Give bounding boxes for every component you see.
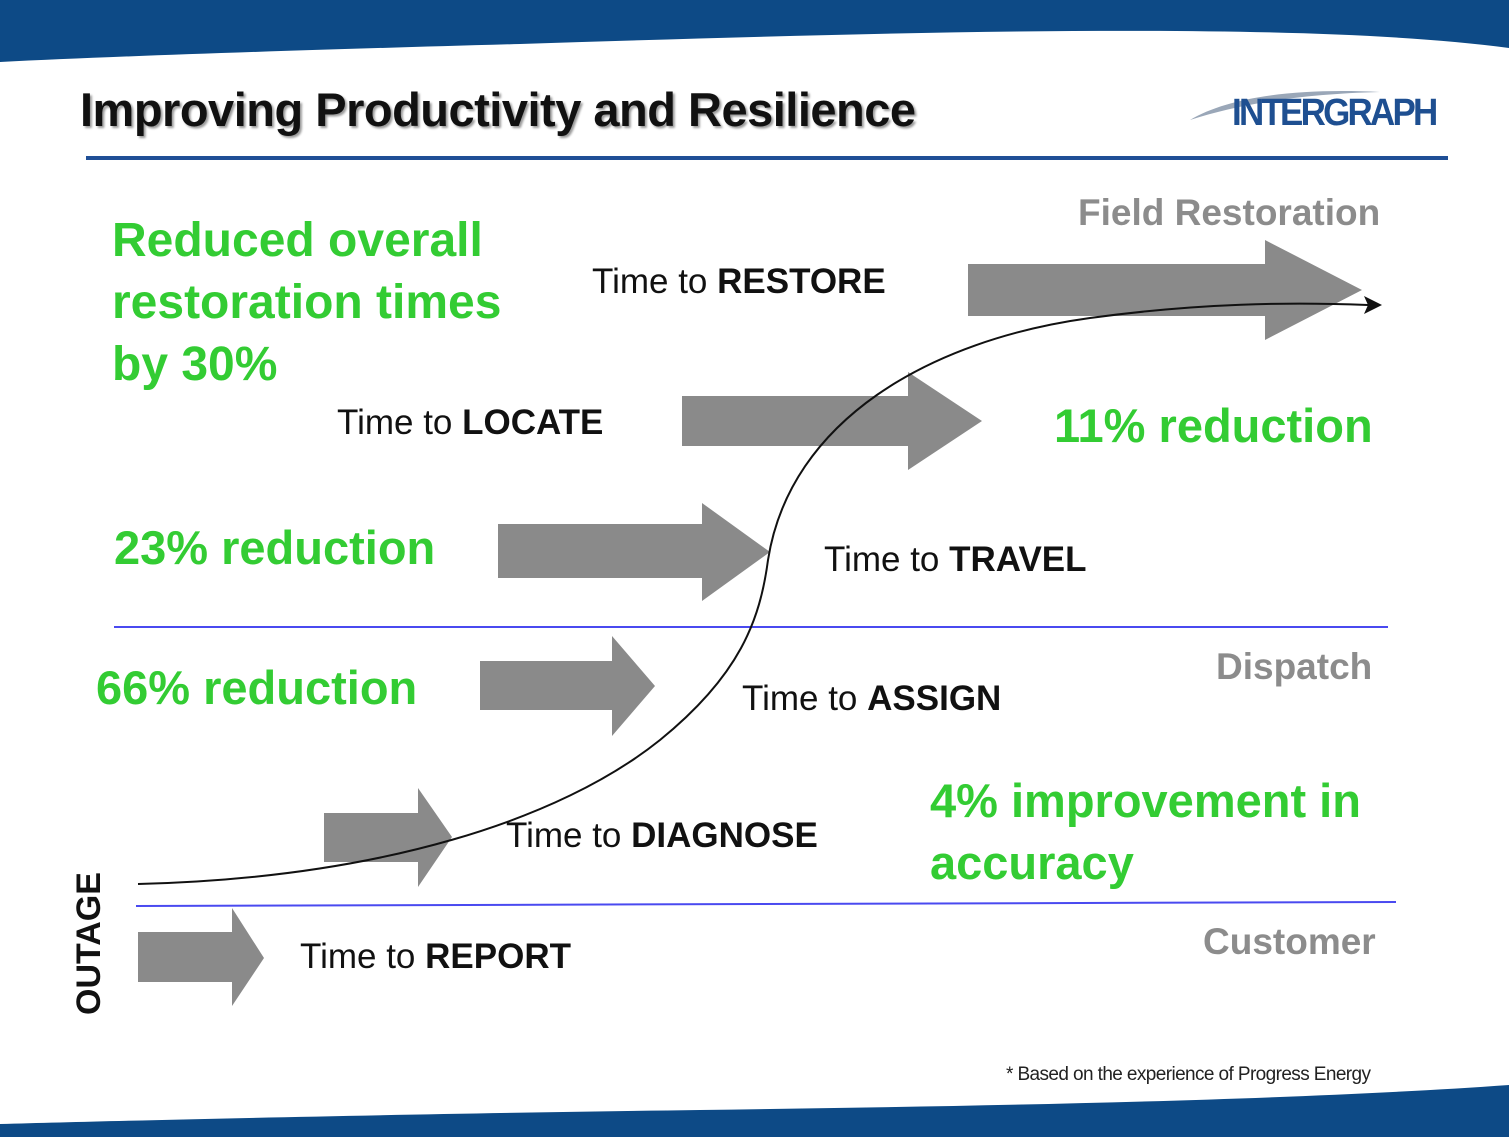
logo-swoosh [1190,91,1380,120]
step-report-prefix: Time to [300,937,426,976]
step-diagnose-name: DIAGNOSE [631,816,818,855]
step-travel-name: TRAVEL [949,540,1087,579]
step-assign: Time to ASSIGN [742,679,1001,719]
curve-arrowhead [1364,296,1382,314]
headline-line-3: by 30% [112,338,278,391]
diagnose-arrow [324,788,452,887]
result-travel: 23% reduction [114,521,436,574]
result-locate: 11% reduction [1054,399,1373,452]
customer-separator [135,901,1397,907]
zone-customer: Customer [1203,921,1376,962]
intergraph-logo: INTERGRAPH [1232,92,1438,135]
restore-arrow [968,240,1362,340]
logo-initial: I [1232,92,1242,134]
step-locate-prefix: Time to [337,403,463,442]
step-report-name: REPORT [425,937,571,976]
step-restore-prefix: Time to [592,262,718,301]
step-restore-name: RESTORE [717,262,886,301]
headline-line-1: Reduced overall [112,214,483,267]
zone-field-restoration: Field Restoration [1078,192,1381,233]
progress-curve [137,302,1369,885]
step-travel-prefix: Time to [824,540,950,579]
result-diagnose-line-2: accuracy [930,836,1134,889]
assign-arrow [480,636,655,736]
travel-arrow [498,503,770,601]
headline-line-2: restoration times [112,276,502,329]
report-arrow [138,908,264,1006]
headline: Reduced overall restoration times by 30% [112,210,501,396]
step-assign-name: ASSIGN [867,679,1002,718]
step-assign-prefix: Time to [742,679,868,718]
title-rule [86,156,1448,160]
logo-text: NTERGRAPH [1238,92,1438,134]
step-restore: Time to RESTORE [592,262,886,302]
step-locate: Time to LOCATE [337,403,603,443]
step-report: Time to REPORT [300,937,571,977]
result-diagnose-line-1: 4% improvement in [930,774,1361,827]
step-travel: Time to TRAVEL [824,540,1087,580]
zone-dispatch: Dispatch [1216,646,1373,687]
top-band [0,0,1509,62]
step-diagnose-prefix: Time to [506,816,632,855]
outage-label: OUTAGE [70,872,108,1015]
footnote: * Based on the experience of Progress En… [1006,1064,1371,1085]
locate-arrow [682,372,982,470]
step-locate-name: LOCATE [462,403,604,442]
result-diagnose: 4% improvement in accuracy [930,770,1361,894]
step-diagnose: Time to DIAGNOSE [506,816,818,856]
page-title: Improving Productivity and Resilience [80,83,916,136]
bottom-band [0,1085,1509,1137]
result-assign: 66% reduction [96,661,418,714]
